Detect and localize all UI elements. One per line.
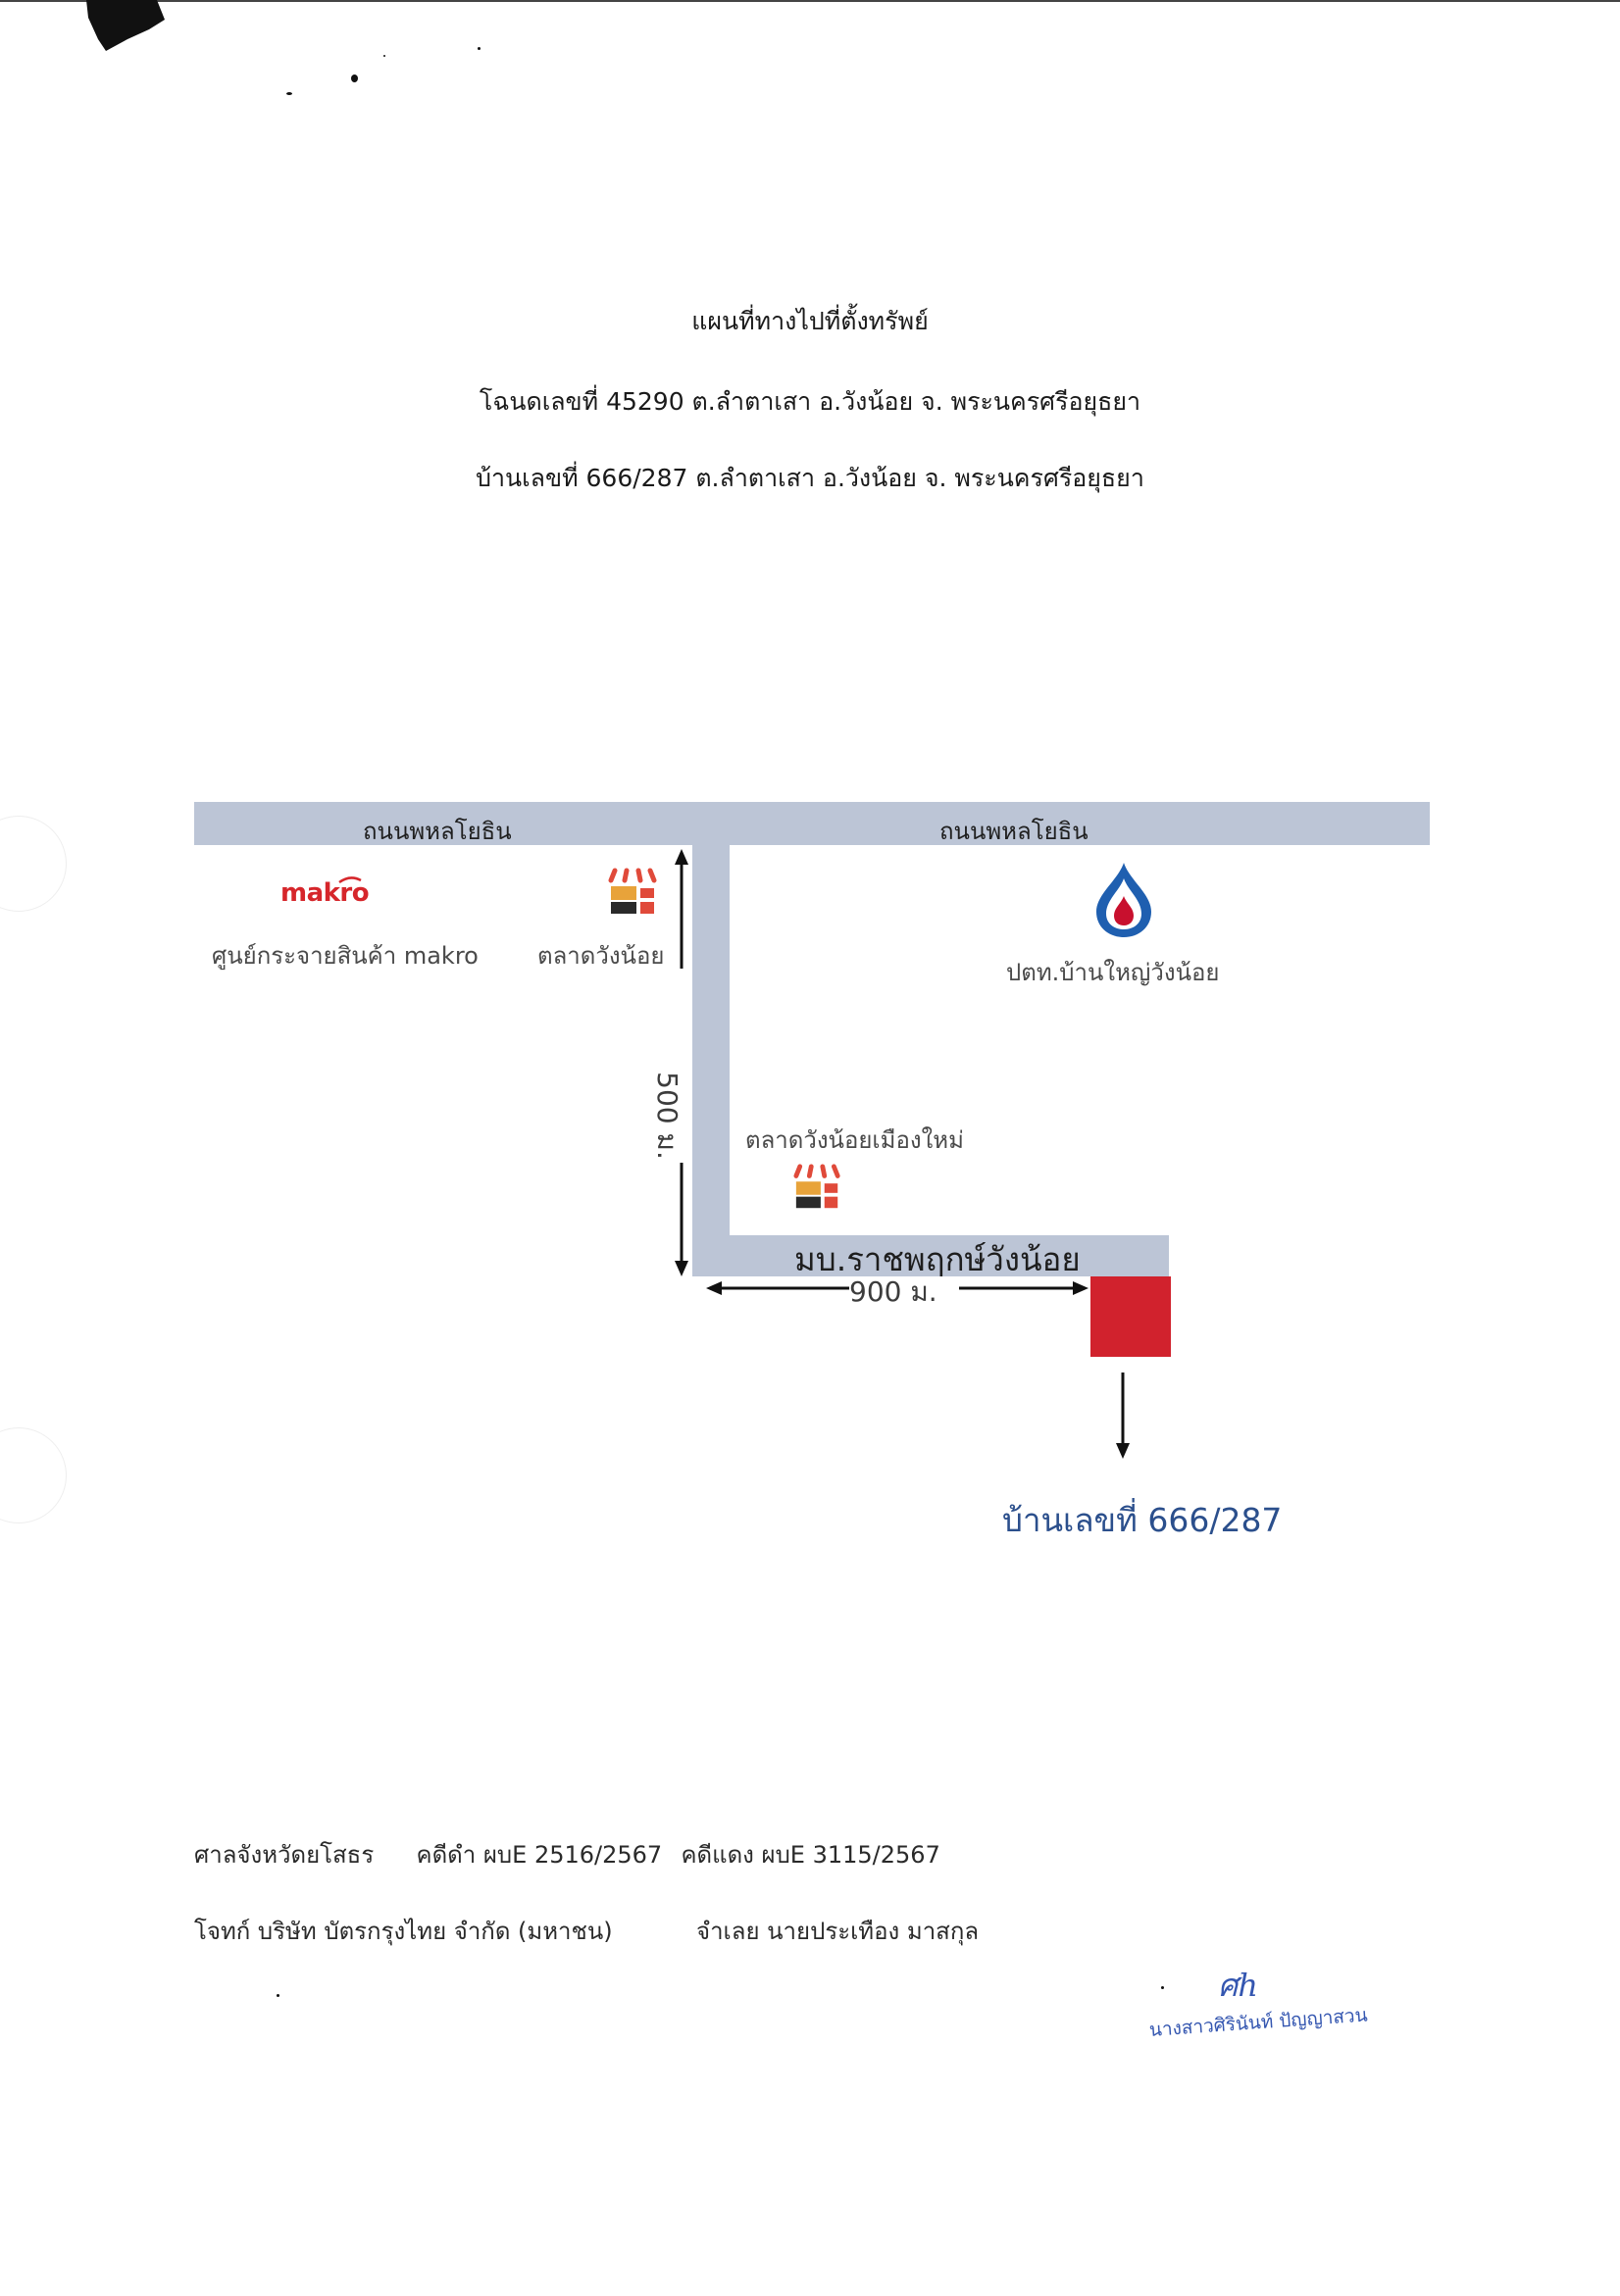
- property-marker: [1090, 1276, 1171, 1357]
- plaintiff-line: โจทก์ บริษัท บัตรกรุงไทย จำกัด (มหาชน): [194, 1918, 613, 1945]
- scan-blot: [86, 0, 165, 51]
- ptt-label: ปตท.บ้านใหญ่วังน้อย: [1006, 959, 1220, 986]
- side-road-horizontal: [692, 1235, 1169, 1276]
- house-number-label: บ้านเลขที่ 666/287: [1002, 1501, 1283, 1539]
- black-case-number: คดีดำ ผบE 2516/2567: [416, 1841, 663, 1869]
- market-new-label: ตลาดวังน้อยเมืองใหม่: [745, 1126, 964, 1154]
- ptt-icon: [1096, 863, 1151, 937]
- court-name: ศาลจังหวัดยโสธร: [194, 1841, 375, 1869]
- horizontal-distance-arrows: [706, 1281, 1088, 1295]
- defendant-line: จำเลย นายประเทือง มาสกุล: [696, 1918, 980, 1945]
- makro-label: ศูนย์กระจายสินค้า makro: [212, 942, 479, 970]
- scan-speck: [1161, 1986, 1164, 1989]
- scan-edge: [0, 0, 1620, 2]
- scan-speck: [478, 47, 481, 50]
- scan-speck: [286, 92, 292, 95]
- signature-name: นางสาวศิรินันท์ ปัญญาสวน: [1148, 2004, 1369, 2041]
- market-label: ตลาดวังน้อย: [537, 942, 665, 970]
- horizontal-distance-label: 900 ม.: [849, 1275, 937, 1308]
- scan-speck: [277, 1994, 279, 1997]
- makro-logo-accent: [338, 876, 362, 884]
- village-label: มบ.ราชพฤกษ์วังน้อย: [794, 1240, 1081, 1278]
- road-label-right: ถนนพหลโยธิน: [939, 818, 1088, 845]
- deed-line: โฉนดเลขที่ 45290 ต.ลำตาเสา อ.วังน้อย จ. …: [479, 387, 1141, 416]
- scan-speck: [351, 75, 358, 82]
- court-line: ศาลจังหวัดยโสธร คดีดำ ผบE 2516/2567 คดีแ…: [194, 1835, 940, 1873]
- makro-logo: makro: [280, 878, 370, 908]
- house-address-line: บ้านเลขที่ 666/287 ต.ลำตาเสา อ.วังน้อย จ…: [476, 464, 1144, 492]
- scan-speck: [383, 55, 385, 57]
- main-road: [194, 802, 1430, 845]
- location-map: ถนนพหลโยธิน ถนนพหลโยธิน makro ศูนย์กระจา…: [194, 802, 1430, 1539]
- market-icon: [608, 868, 657, 914]
- signature-initials: ศh: [1218, 1967, 1258, 2004]
- vertical-distance-arrows: [675, 849, 688, 1276]
- road-label-left: ถนนพหลโยธิน: [363, 818, 512, 845]
- vertical-distance-label: 500 ม.: [651, 1072, 683, 1160]
- page-title: แผนที่ทางไปที่ตั้งทรัพย์: [691, 307, 929, 335]
- red-case-number: คดีแดง ผบE 3115/2567: [681, 1841, 940, 1869]
- property-pointer-arrow: [1116, 1373, 1130, 1459]
- side-road-vertical: [692, 845, 730, 1276]
- market-new-icon: [793, 1164, 840, 1209]
